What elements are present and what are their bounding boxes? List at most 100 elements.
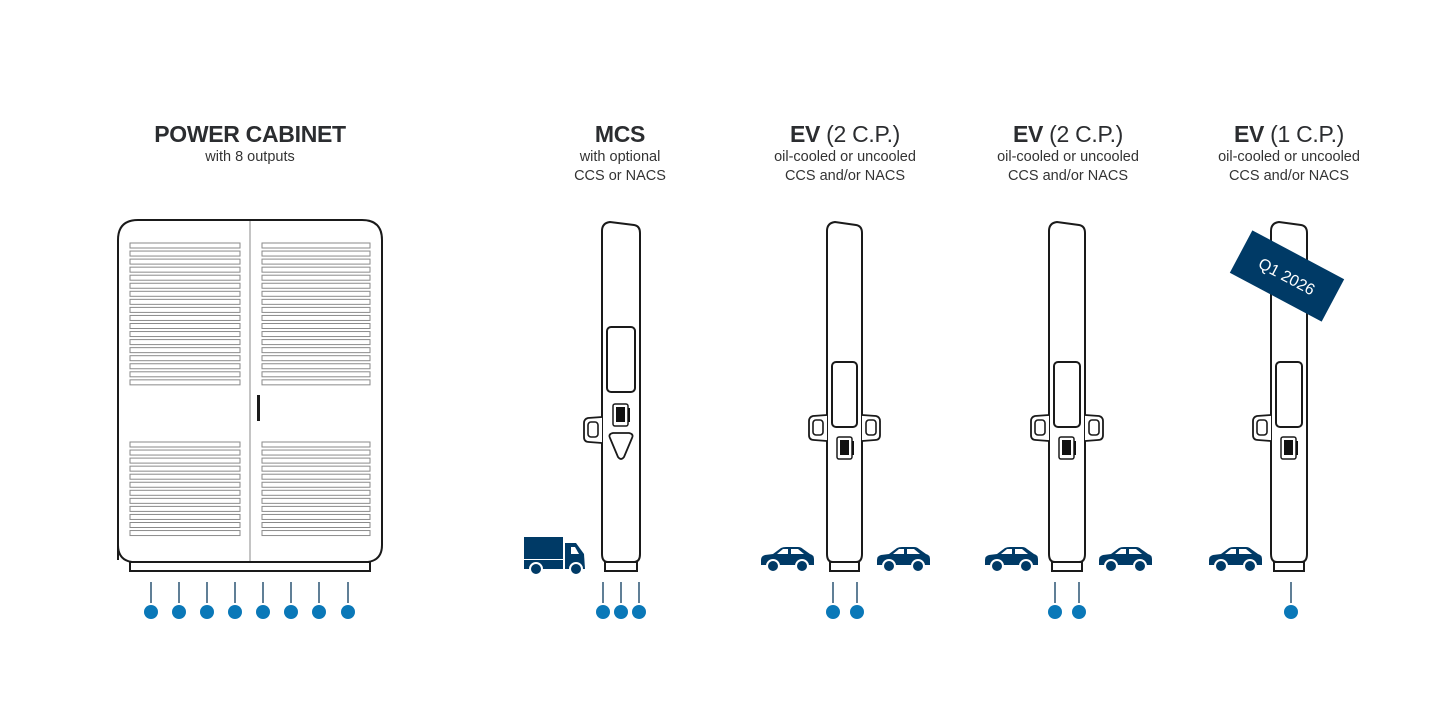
car-icon <box>1099 547 1152 573</box>
emergency-button <box>608 432 634 460</box>
cabinet-vent-slat <box>261 314 371 321</box>
cabinet-vent-slat <box>261 441 371 448</box>
ev-2cp-b-dispenser <box>1030 220 1104 572</box>
car-window-rear <box>791 549 804 554</box>
power-cabinet-title: POWER CABINET <box>154 121 346 147</box>
car-window-front <box>777 549 788 554</box>
payment-terminal-slot <box>1284 440 1293 455</box>
mcs-subtitle-line-1: with optional <box>579 149 661 165</box>
ev-2cp-a-label: EV (2 C.P.) oil-cooled or uncooled CCS a… <box>774 120 916 186</box>
cabinet-vent-slat <box>129 339 241 346</box>
cabinet-vent-slat <box>129 497 241 504</box>
output-connector-dot <box>632 605 646 619</box>
cabinet-vent-slat <box>129 258 241 265</box>
car-wheel <box>911 559 925 573</box>
car-window-front <box>893 549 904 554</box>
cabinet-vent-slat <box>261 379 371 386</box>
power-cabinet-unit <box>117 219 383 572</box>
dispenser-screen <box>1053 361 1081 428</box>
mcs-subtitle-line-2: CCS or NACS <box>574 168 666 184</box>
cabinet-vent-slat <box>261 481 371 488</box>
cabinet-vent-slat <box>129 266 241 273</box>
dispenser-screen <box>606 326 636 393</box>
car-window-rear <box>907 549 920 554</box>
output-connector-dot <box>1072 605 1086 619</box>
cabinet-vent-slat <box>129 363 241 370</box>
car-wheel <box>882 559 896 573</box>
ev-2cp-a-title: EV (2 C.P.) <box>789 121 901 147</box>
payment-terminal-edge <box>1296 441 1298 455</box>
connector-holster-right-plug <box>1088 419 1100 436</box>
cabinet-vent-slat <box>261 306 371 313</box>
car-icon <box>877 547 930 573</box>
car-window-rear <box>1239 549 1252 554</box>
power-cabinet-subtitle: with 8 outputs <box>205 149 295 165</box>
cabinet-vent-slat <box>129 347 241 354</box>
dispenser-base <box>604 561 638 572</box>
mcs-title: MCS <box>594 121 646 147</box>
cabinet-vent-slat <box>129 290 241 297</box>
output-connector-dot <box>1284 605 1298 619</box>
cabinet-vent-slat <box>129 250 241 257</box>
output-connector-dot <box>850 605 864 619</box>
cabinet-vent-slat <box>129 441 241 448</box>
ev-1cp-label: EV (1 C.P.) oil-cooled or uncooled CCS a… <box>1218 120 1360 186</box>
cabinet-vent-slat <box>261 489 371 496</box>
truck-window <box>571 547 579 554</box>
car-wheel <box>1019 559 1033 573</box>
truck-chassis <box>524 560 563 569</box>
cabinet-vent-slat <box>261 513 371 520</box>
car-window-front <box>1225 549 1236 554</box>
connector-holster-right-plug <box>865 419 877 436</box>
cabinet-vent-slat <box>261 323 371 329</box>
cabinet-vent-slat <box>261 290 371 297</box>
cabinet-vent-slat <box>261 363 371 370</box>
payment-terminal-slot <box>616 407 625 422</box>
cabinet-vent-slat <box>261 339 371 346</box>
cabinet-vent-slat <box>129 331 241 338</box>
truck-wheel <box>529 562 543 576</box>
power-cabinet-label: POWER CABINET with 8 outputs <box>154 120 346 167</box>
car-wheel <box>766 559 780 573</box>
dispenser-base <box>1051 561 1083 572</box>
cabinet-door-handle <box>257 395 260 421</box>
car-wheel <box>1243 559 1257 573</box>
cabinet-vent-slat <box>129 473 241 480</box>
dispenser-base <box>829 561 860 572</box>
truck-cab <box>565 543 585 569</box>
cabinet-vent-slat <box>129 530 241 537</box>
cabinet-vent-slat <box>261 371 371 378</box>
cabinet-vent-slat <box>261 449 371 456</box>
ev-1cp-dispenser <box>1252 220 1308 572</box>
cabinet-vent-slat <box>129 513 241 520</box>
dispenser-base <box>1273 561 1305 572</box>
cabinet-vent-slat <box>261 242 371 249</box>
mcs-label: MCS with optional CCS or NACS <box>574 120 666 186</box>
cabinet-vent-slat <box>129 371 241 378</box>
cabinet-vent-slat <box>261 250 371 257</box>
output-connector-dot <box>614 605 628 619</box>
cabinet-vent-slat <box>129 314 241 321</box>
cabinet-vent-slat <box>261 530 371 537</box>
cabinet-vent-slat <box>129 522 241 528</box>
ev-1cp-subtitle-line-1: oil-cooled or uncooled <box>1218 149 1360 165</box>
car-window-front <box>1001 549 1012 554</box>
connector-holster-left-plug <box>587 421 599 438</box>
car-wheel <box>1104 559 1118 573</box>
cabinet-base <box>129 561 371 572</box>
cabinet-vent-slat <box>261 282 371 289</box>
car-window-rear <box>1015 549 1028 554</box>
car-window-rear <box>1129 549 1142 554</box>
output-connector-dot <box>144 605 158 619</box>
ev-2cp-b-label: EV (2 C.P.) oil-cooled or uncooled CCS a… <box>997 120 1139 186</box>
truck-icon <box>524 537 585 576</box>
output-connector-dot <box>172 605 186 619</box>
payment-terminal-edge <box>852 441 854 455</box>
dispenser-screen <box>831 361 858 428</box>
connector-holster-left-plug <box>812 419 824 436</box>
connector-holster-left-plug <box>1256 419 1268 436</box>
output-connector-dot <box>341 605 355 619</box>
car-window-front <box>1115 549 1126 554</box>
payment-terminal-slot <box>840 440 849 455</box>
car-icon <box>985 547 1038 573</box>
